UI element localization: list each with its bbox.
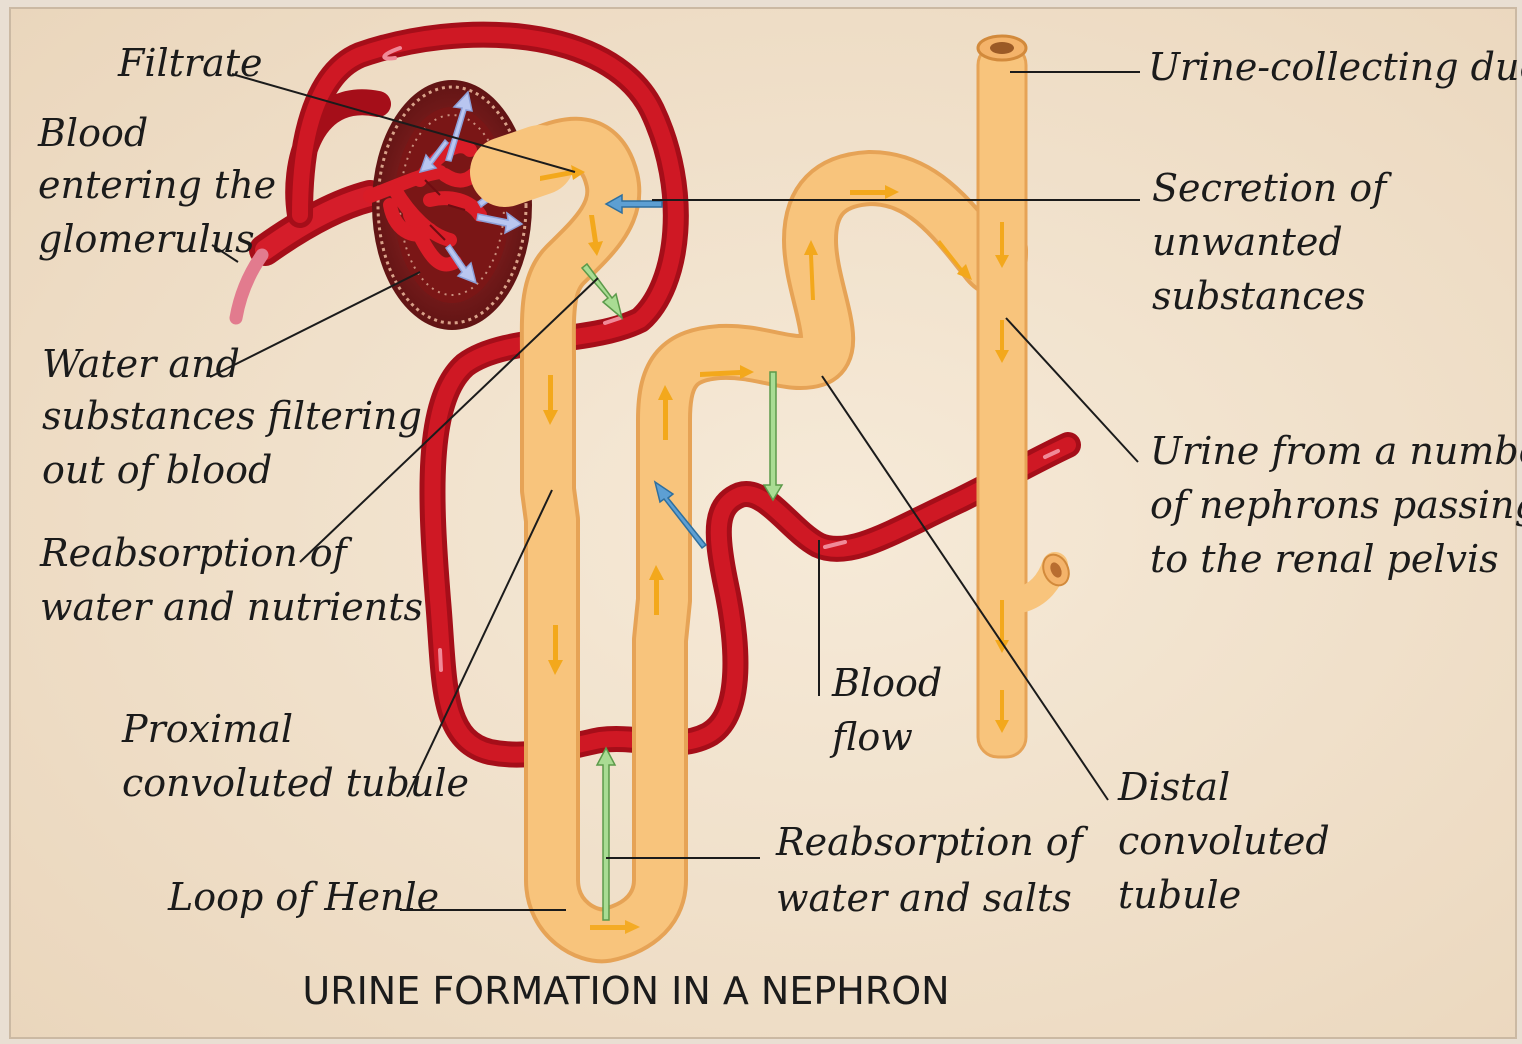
label-loop-of-henle: Loop of Henle: [167, 875, 439, 919]
label-urine-passing: Urine from a number of nephrons passing …: [1150, 429, 1522, 581]
label-filtrate: Filtrate: [117, 41, 263, 85]
diagram-title: URINE FORMATION IN A NEPHRON: [302, 969, 949, 1013]
label-urine-collecting-duct: Urine-collecting duct: [1148, 45, 1522, 89]
